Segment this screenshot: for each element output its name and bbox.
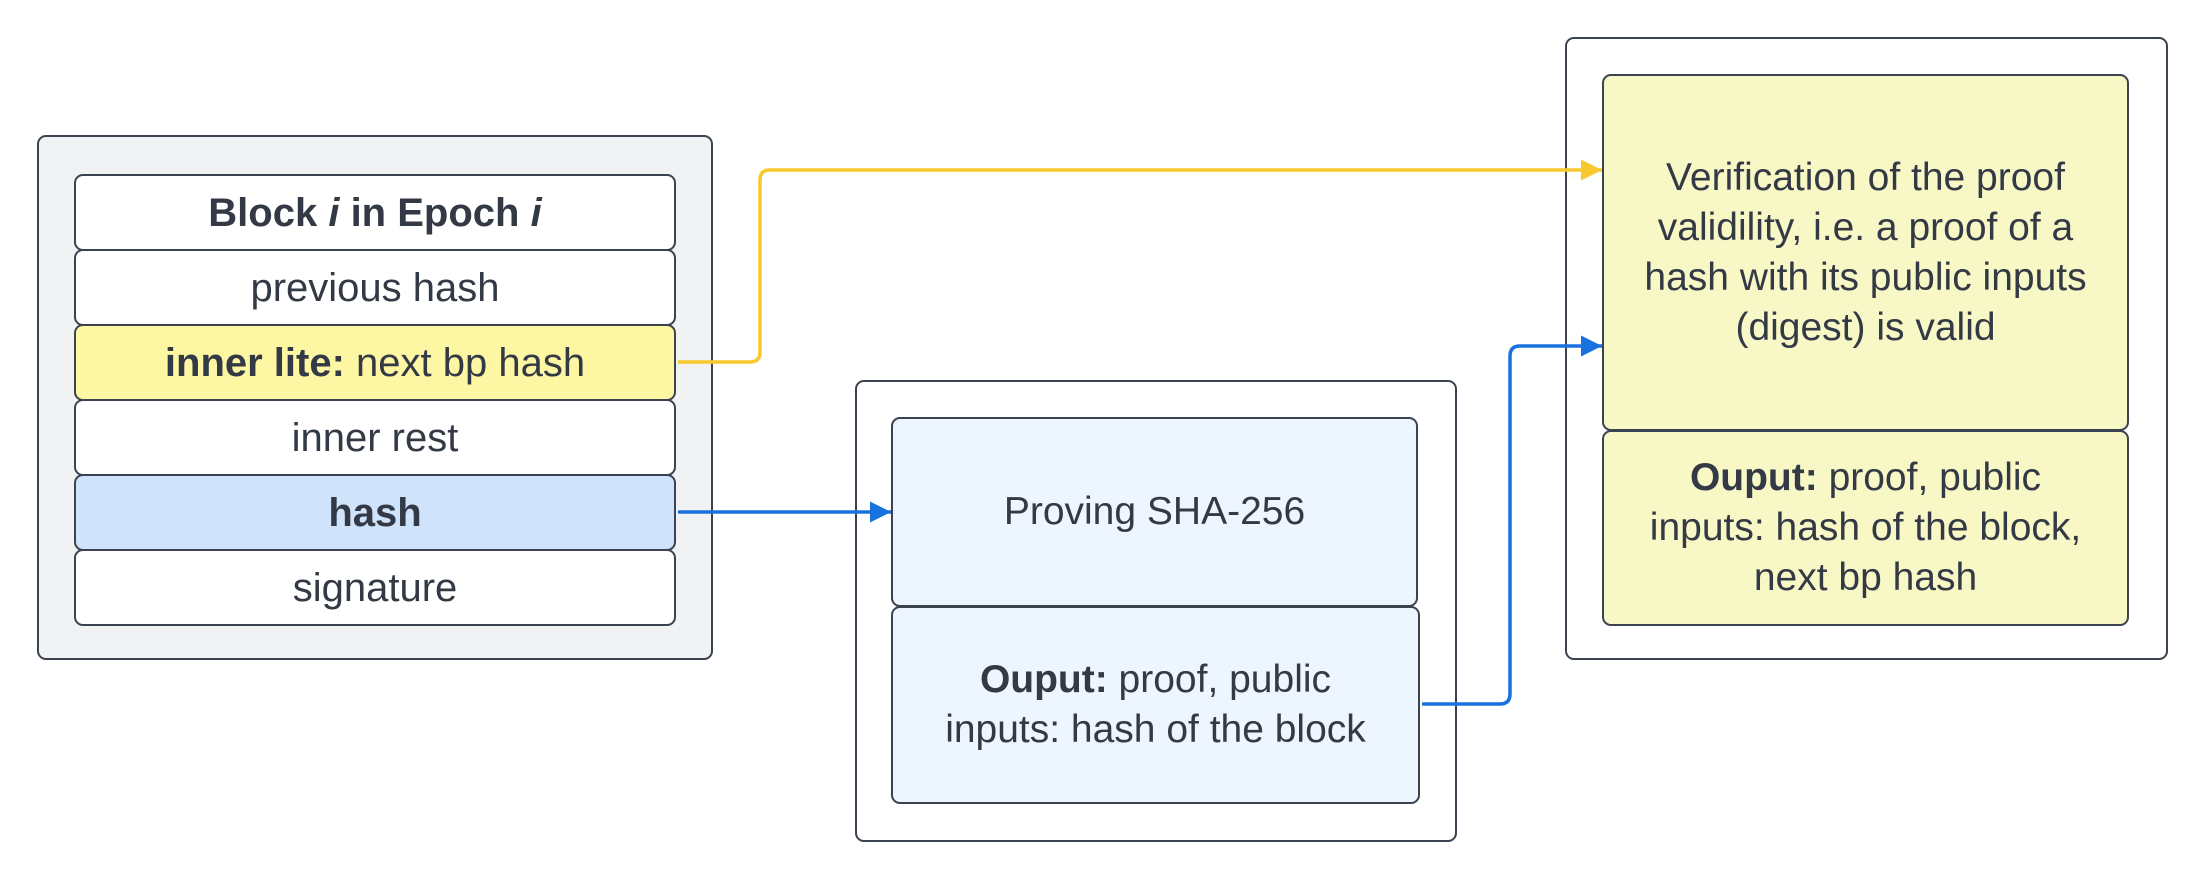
row-signature-label: signature bbox=[292, 565, 458, 610]
sha-output-line1: proof, public bbox=[1107, 658, 1332, 701]
sha-output-box: Ouput: proof, public inputs: hash of the… bbox=[891, 606, 1420, 804]
verification-box: Verification of the proof validility, i.… bbox=[1602, 74, 2129, 431]
proving-sha256-label: Proving SHA-256 bbox=[1003, 490, 1306, 533]
verify-output-line1: proof, public bbox=[1817, 456, 2042, 499]
row-inner-rest: inner rest bbox=[74, 399, 676, 476]
row-previous-hash-label: previous hash bbox=[250, 265, 500, 310]
row-previous-hash: previous hash bbox=[74, 249, 676, 326]
connector-sha-output-to-verification bbox=[1422, 335, 1602, 706]
row-inner-rest-label: inner rest bbox=[291, 415, 459, 460]
row-inner-lite: inner lite: next bp hash bbox=[74, 324, 676, 401]
verify-output-bold: Ouput: bbox=[1689, 456, 1818, 499]
verify-output-box: Ouput: proof, public inputs: hash of the… bbox=[1602, 430, 2129, 626]
verification-line3: hash with its public inputs bbox=[1644, 255, 2087, 299]
sha-output-line2: inputs: hash of the block bbox=[945, 708, 1366, 751]
block-title: Block i in Epoch i bbox=[74, 174, 676, 251]
connector-inner-lite-to-verification bbox=[678, 159, 1602, 364]
verify-output-line2: inputs: hash of the block, bbox=[1649, 506, 2082, 549]
verification-line4: (digest) is valid bbox=[1735, 305, 1996, 349]
row-inner-lite-bold: inner lite: bbox=[164, 340, 345, 385]
verify-output-line3: next bp hash bbox=[1753, 556, 1978, 599]
row-hash-label: hash bbox=[328, 490, 422, 535]
row-hash: hash bbox=[74, 474, 676, 551]
sha-output-bold: Ouput: bbox=[979, 658, 1108, 701]
verification-line2: validility, i.e. a proof of a bbox=[1657, 205, 2074, 249]
verification-line1: Verification of the proof bbox=[1666, 155, 2065, 199]
proving-sha256-box: Proving SHA-256 bbox=[891, 417, 1418, 607]
row-inner-lite-rest: next bp hash bbox=[344, 340, 586, 385]
row-signature: signature bbox=[74, 549, 676, 626]
